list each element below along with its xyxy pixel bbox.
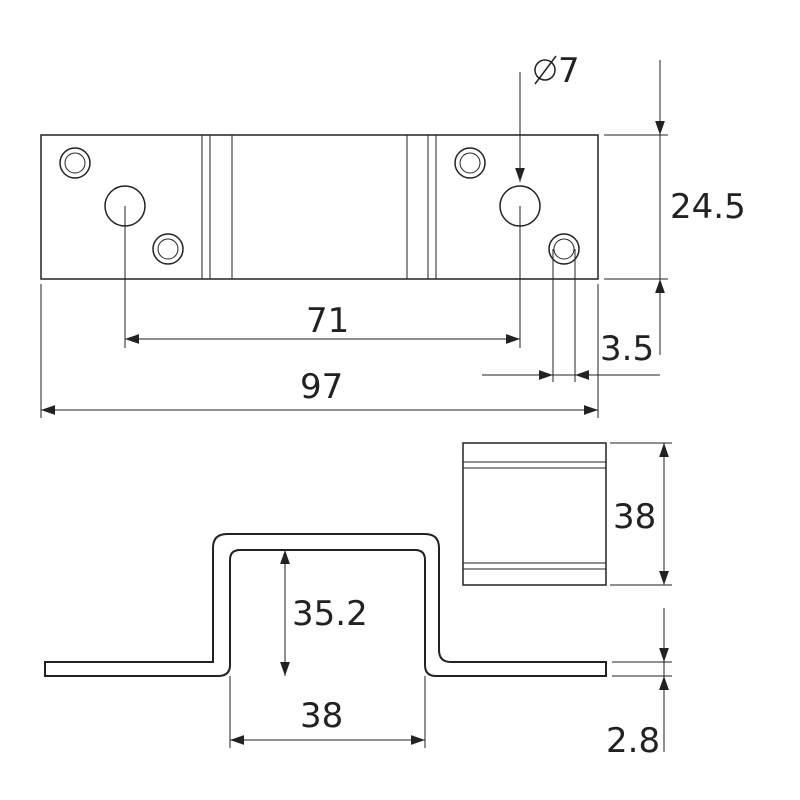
plate-outline xyxy=(40,134,599,280)
dim-height-top: 24.5 xyxy=(604,60,746,355)
end-view xyxy=(462,442,607,586)
dim-text-hole-spacing: 71 xyxy=(306,301,349,341)
dim-text-height-top: 24.5 xyxy=(670,187,746,227)
dim-bend-height: 35.2 xyxy=(280,550,368,676)
dim-text-thickness: 2.8 xyxy=(606,721,660,761)
dim-text-overall-length: 97 xyxy=(300,367,343,407)
diameter-symbol xyxy=(534,55,557,85)
small-hole-inner xyxy=(157,238,179,260)
side-view xyxy=(44,533,607,677)
dim-hole-spacing: 71 xyxy=(124,206,520,348)
dim-overall-length: 97 xyxy=(40,284,599,418)
small-hole-outer xyxy=(548,233,580,265)
dim-inner-width: 38 xyxy=(229,676,426,748)
small-hole-inner xyxy=(553,238,575,260)
dim-thickness: 2.8 xyxy=(606,608,672,761)
dim-end-width: 38 xyxy=(610,442,672,586)
small-hole-outer xyxy=(59,147,91,179)
end-view-outline xyxy=(462,442,607,586)
dim-text-bend-height: 35.2 xyxy=(292,594,368,634)
dim-text-hole-diameter: 7 xyxy=(558,51,580,91)
small-hole-outer xyxy=(454,147,486,179)
bracket-profile xyxy=(44,533,607,677)
dim-text-end-width: 38 xyxy=(613,497,656,537)
dim-text-small-hole: 3.5 xyxy=(600,329,654,369)
small-hole-inner xyxy=(64,152,86,174)
small-hole-inner xyxy=(459,152,481,174)
dim-text-inner-width: 38 xyxy=(300,696,343,736)
small-hole-outer xyxy=(152,233,184,265)
dim-hole-diameter: 7 xyxy=(515,51,580,348)
dim-small-hole: 3.5 xyxy=(482,249,660,382)
